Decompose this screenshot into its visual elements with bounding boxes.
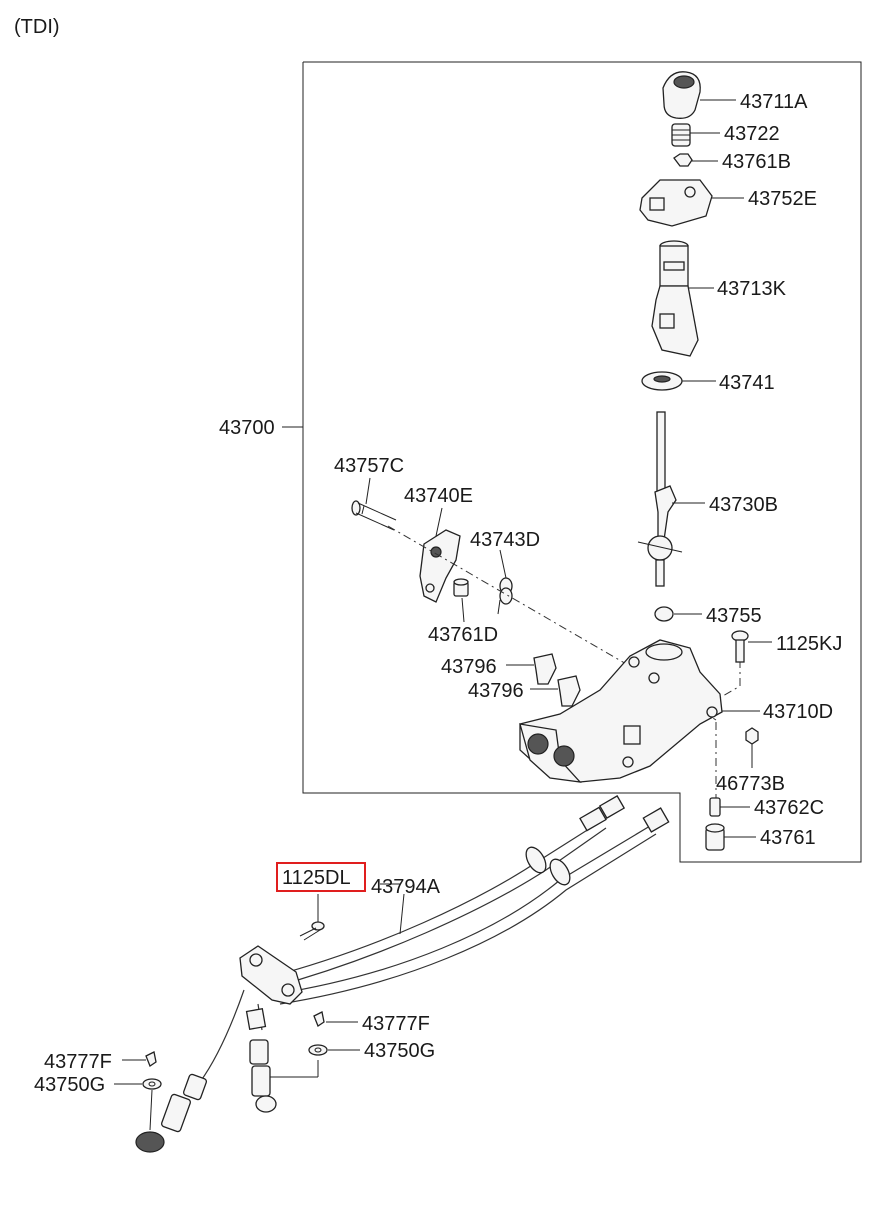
callout-43710D[interactable]: 43710D — [763, 701, 833, 723]
return-spring[interactable] — [497, 577, 513, 615]
lever-bushing[interactable] — [654, 606, 674, 622]
lever-seat[interactable] — [641, 371, 683, 391]
callout-1125KJ[interactable]: 1125KJ — [776, 633, 842, 655]
callout-43743D[interactable]: 43743D — [470, 529, 540, 551]
bolt-axis — [715, 660, 741, 701]
leader-43794A — [399, 893, 405, 935]
washer-right[interactable] — [308, 1044, 328, 1056]
callout-43730B[interactable]: 43730B — [709, 494, 778, 516]
lever-cover[interactable] — [639, 179, 713, 227]
assembly-boundary — [302, 61, 862, 863]
callout-43762C[interactable]: 43762C — [754, 797, 824, 819]
callout-43741[interactable]: 43741 — [719, 372, 775, 394]
leader-washer-left-axis — [149, 1089, 153, 1131]
callout-43722[interactable]: 43722 — [724, 123, 780, 145]
callout-43755[interactable]: 43755 — [706, 605, 762, 627]
callout-43711A[interactable]: 43711A — [740, 91, 808, 113]
washer-left[interactable] — [142, 1078, 162, 1090]
callout-46773B[interactable]: 46773B — [716, 773, 785, 795]
leader-43761D — [461, 597, 465, 623]
callout-1125DL[interactable]: 1125DL — [282, 867, 351, 889]
clip-right[interactable] — [313, 1011, 325, 1027]
base-bolt[interactable] — [731, 630, 749, 663]
callout-43740E[interactable]: 43740E — [404, 485, 473, 507]
callout-43750G-left[interactable]: 43750G — [34, 1074, 105, 1096]
callout-43777F-left[interactable]: 43777F — [44, 1051, 112, 1073]
leader-43740E — [435, 507, 443, 537]
callout-43761[interactable]: 43761 — [760, 827, 816, 849]
select-bracket[interactable] — [419, 529, 461, 603]
leader-43757C — [365, 477, 371, 505]
knob-nut[interactable] — [673, 153, 693, 167]
pivot-bolt[interactable] — [351, 500, 397, 531]
callout-43757C[interactable]: 43757C — [334, 455, 404, 477]
variant-label: (TDI) — [14, 16, 60, 38]
base-pin[interactable] — [709, 797, 721, 817]
callout-43713K[interactable]: 43713K — [717, 278, 787, 300]
callout-43752E[interactable]: 43752E — [748, 188, 817, 210]
base-bushing[interactable] — [705, 823, 725, 851]
clip-left[interactable] — [145, 1051, 157, 1067]
stopper-plate-2[interactable] — [557, 675, 581, 707]
shift-lever[interactable] — [637, 411, 683, 587]
stopper-plate-1[interactable] — [533, 653, 557, 685]
callout-43761D[interactable]: 43761D — [428, 624, 498, 646]
shifter-base[interactable] — [519, 639, 723, 783]
shift-knob[interactable] — [662, 71, 701, 119]
callout-43761B[interactable]: 43761B — [722, 151, 791, 173]
callout-43794A[interactable]: 43794A — [371, 876, 441, 898]
callout-43777F-right[interactable]: 43777F — [362, 1013, 430, 1035]
cable-bracket[interactable] — [239, 945, 303, 1005]
callout-43750G-right[interactable]: 43750G — [364, 1040, 435, 1062]
lever-housing[interactable] — [651, 240, 699, 357]
cable-end-left[interactable] — [135, 989, 245, 1153]
bracket-bushing[interactable] — [453, 578, 469, 597]
bracket-bolt[interactable] — [299, 921, 325, 941]
leader-43743D — [499, 549, 507, 579]
callout-43700[interactable]: 43700 — [219, 417, 275, 439]
base-nut[interactable] — [745, 727, 759, 745]
callout-43796-a[interactable]: 43796 — [441, 656, 497, 678]
knob-spring[interactable] — [671, 123, 691, 147]
shift-cable[interactable] — [265, 795, 670, 1005]
callout-43796-b[interactable]: 43796 — [468, 680, 524, 702]
cable-end-right[interactable] — [245, 1003, 277, 1113]
highlight-box — [276, 862, 366, 892]
